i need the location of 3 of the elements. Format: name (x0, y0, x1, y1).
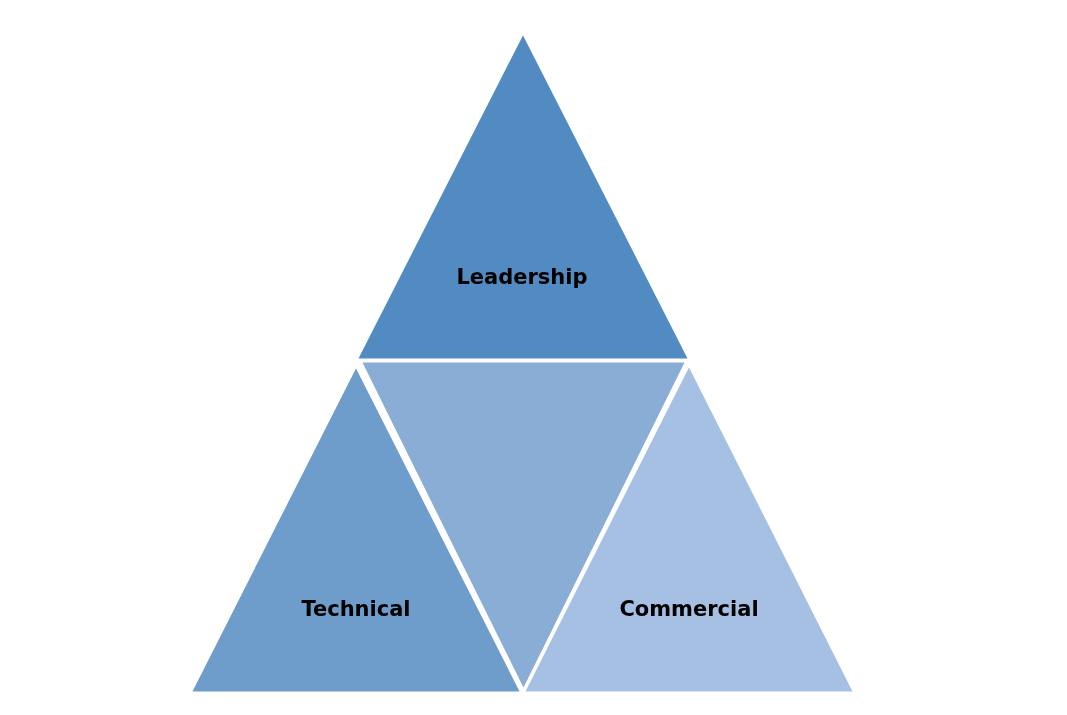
triangle-label: Commercial (619, 597, 759, 621)
triangle-label: Technical (301, 597, 411, 621)
triangle-label: Leadership (456, 265, 588, 289)
